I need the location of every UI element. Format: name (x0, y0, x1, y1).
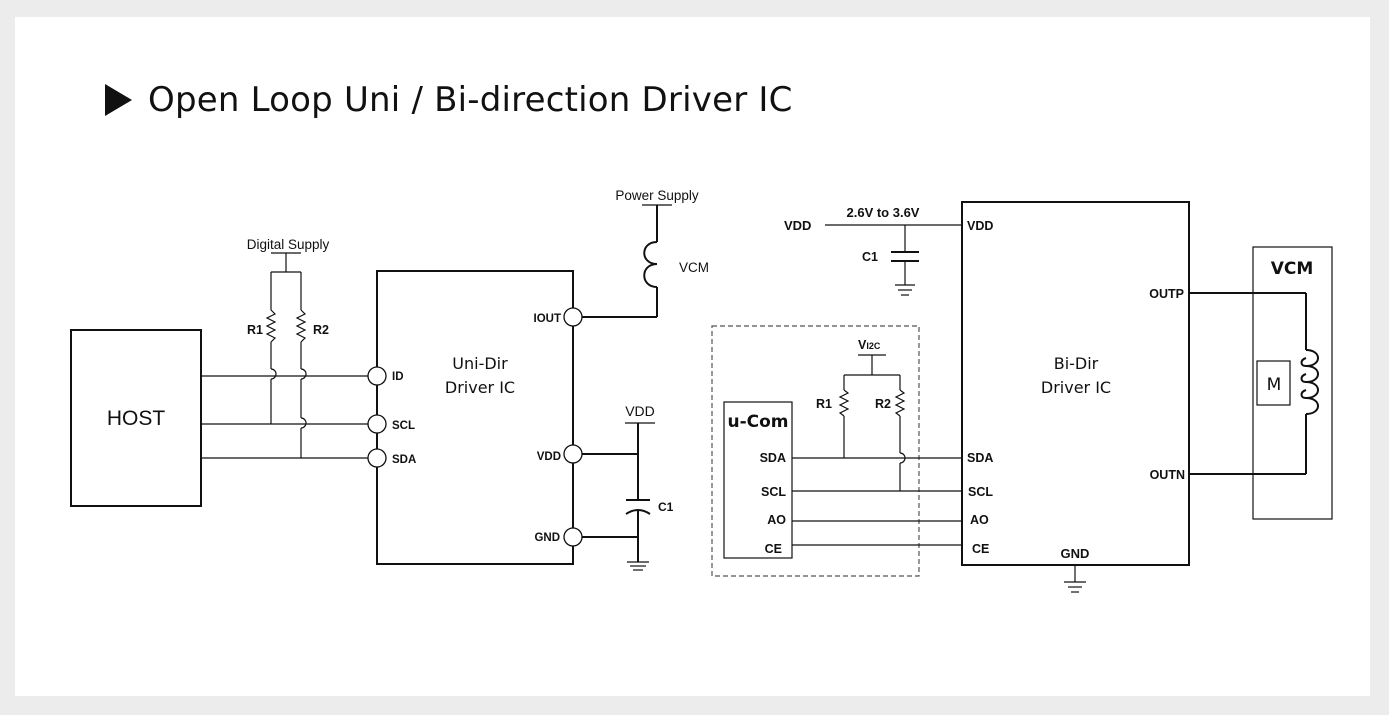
bi-pin-scl: SCL (968, 485, 993, 499)
vcm-coil-right (1189, 292, 1319, 475)
pin-vdd-circle (563, 444, 583, 464)
vdd-c1-network (582, 422, 655, 571)
host-label: HOST (107, 407, 166, 430)
r1-right-label: R1 (816, 397, 832, 411)
vdd-supply-label: VDD (625, 403, 655, 419)
vcm-module-label: VCM (1271, 259, 1314, 279)
pin-sda-circle (367, 448, 387, 468)
pin-vdd-label: VDD (537, 451, 561, 463)
ucom-label: u-Com (727, 412, 788, 432)
bullet-triangle-icon (105, 84, 132, 116)
bi-dir-driver-ic-box (961, 201, 1190, 566)
bi-pin-outp: OUTP (1149, 287, 1184, 301)
pin-iout-label: IOUT (534, 313, 561, 325)
bi-pin-ao: AO (970, 513, 989, 527)
ucom-pin-ce: CE (765, 542, 782, 556)
motor-box (1256, 360, 1291, 406)
bi-dir-label-line1: Bi-Dir (1054, 354, 1099, 373)
uni-dir-driver-ic-box (376, 270, 574, 565)
pin-id-label: ID (392, 371, 404, 383)
digital-supply-label: Digital Supply (247, 237, 330, 252)
bi-pin-gnd: GND (1061, 546, 1090, 561)
bi-pin-ce: CE (972, 542, 989, 556)
r1-resistor (265, 272, 277, 424)
vi2c-label: VI2C (858, 338, 881, 352)
pin-iout-circle (563, 307, 583, 327)
c1-right-label: C1 (862, 250, 878, 264)
title-text: Open Loop Uni / Bi-direction Driver IC (148, 80, 793, 120)
r2-resistor (295, 272, 307, 458)
ucom-pin-scl: SCL (761, 485, 786, 499)
uni-dir-label-line2: Driver IC (445, 378, 515, 397)
pin-scl-circle (367, 414, 387, 434)
power-supply-label: Power Supply (615, 188, 699, 203)
left-circuit: HOST Digital Supply R1 R2 (70, 188, 709, 571)
pin-gnd-label: GND (534, 532, 560, 544)
pin-id-circle (367, 366, 387, 386)
ucom-box (723, 401, 793, 559)
vdd-input-label: VDD (784, 218, 811, 233)
host-box (70, 329, 202, 507)
c1-left-label: C1 (658, 500, 674, 514)
bi-pin-sda: SDA (967, 451, 993, 465)
bi-dir-ground-symbol (1064, 565, 1086, 593)
pin-scl-label: SCL (392, 420, 415, 432)
motor-label: M (1267, 375, 1282, 395)
c1-right-network (891, 225, 919, 296)
ucom-pin-sda: SDA (760, 451, 786, 465)
vi2c-pullups (838, 354, 906, 491)
vcm-coil-left (582, 204, 672, 318)
right-circuit: VDD 2.6V to 3.6V C1 VI2C (711, 201, 1333, 593)
ucom-dashed-enclosure (711, 325, 920, 577)
pin-gnd-circle (563, 527, 583, 547)
bi-pin-outn: OUTN (1150, 468, 1185, 482)
r1-label: R1 (247, 323, 263, 337)
bi-pin-vdd: VDD (967, 219, 993, 233)
digital-supply-rail (271, 252, 301, 273)
uni-dir-label-line1: Uni-Dir (452, 354, 508, 373)
page-title: Open Loop Uni / Bi-direction Driver IC (105, 78, 793, 122)
voltage-range-label: 2.6V to 3.6V (847, 205, 920, 220)
ucom-pin-ao: AO (767, 513, 786, 527)
pin-sda-label: SDA (392, 454, 416, 466)
r2-right-label: R2 (875, 397, 891, 411)
vcm-left-label: VCM (679, 260, 709, 275)
bi-dir-label-line2: Driver IC (1041, 378, 1111, 397)
r2-label: R2 (313, 323, 329, 337)
